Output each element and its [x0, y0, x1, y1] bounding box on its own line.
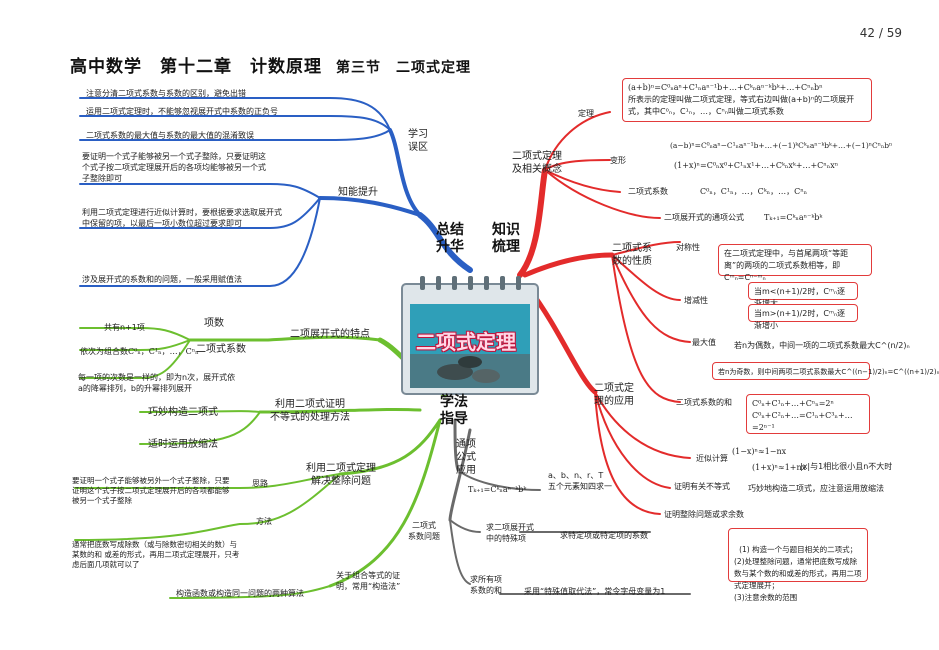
- summary-node: 总结 升华: [436, 222, 464, 255]
- theorem-concepts-node: 二项式定理 及相关概念: [512, 151, 562, 175]
- binomial-coefficient-formula: C⁰ₙ，C¹ₙ，…，Cᵏₙ，…，Cⁿₙ: [700, 187, 808, 196]
- misconception-item-1: 注意分清二项式系数与系数的区别，避免出错: [86, 89, 246, 98]
- page-number: 42 / 59: [859, 26, 902, 40]
- misconception-item-3: 二项式系数的最大值与系数的最大值的混淆致误: [86, 131, 254, 140]
- ability-item-2: 利用二项式定理进行近似计算时，要根据要求选取展开式中保留的项，以最后一项小数位超…: [82, 208, 282, 228]
- chapter-title: 高中数学 第十二章 计数原理: [70, 57, 322, 77]
- divisibility-label: 证明整除问题或求余数: [664, 510, 744, 519]
- construct-binomial-node: 巧妙构造二项式: [148, 407, 218, 418]
- five-elements: a、b、n、r、T 五个元素知四求一: [548, 471, 612, 491]
- inequality-text: 巧妙地构造二项式，应注意运用放缩法: [748, 484, 884, 493]
- maximum-even: 若n为偶数，中间一项的二项式系数最大C^(n/2)ₙ: [734, 341, 910, 350]
- misconception-item-2: 运用二项式定理时，不能够忽视展开式中系数的正负号: [86, 107, 278, 116]
- combinatorial-identity-item: 构造函数或构造同一问题的两种算法: [176, 589, 304, 598]
- idea-label: 思路: [252, 479, 268, 488]
- approximation-label: 近似计算: [696, 454, 728, 463]
- inequality-label: 证明有关不等式: [674, 482, 730, 491]
- ability-node: 知能提升: [338, 187, 378, 198]
- theorem-box: (a+b)ⁿ=C⁰ₙaⁿ+C¹ₙaⁿ⁻¹b+…+Cᵏₙaⁿ⁻ᵏbᵏ+…+Cⁿₙb…: [622, 78, 872, 122]
- page-title: 高中数学 第十二章 计数原理第三节 二项式定理: [70, 52, 471, 77]
- coefficient-sum-label: 二项式系数的和: [676, 398, 732, 407]
- maximum-odd: 若n为奇数，则中间两项二项式系数最大C^((n−1)/2)ₙ=C^((n+1)/…: [718, 368, 939, 376]
- ability-item-1: 要证明一个式子能够被另一个式子整除，只要证明这个式子按二项式定理展开后的各项均能…: [82, 152, 266, 183]
- coefficient-sum-2: C⁰ₙ+C²ₙ+…=C¹ₙ+C³ₙ+…=2ⁿ⁻¹: [752, 411, 853, 432]
- general-term-application-node: 通项 公式 应用: [456, 439, 476, 476]
- misconceptions-node: 学习 误区: [408, 129, 428, 153]
- idea-item: 要证明一个式子能够被另外一个式子整除，只要证明这个式子按二项式定理展开后的各项都…: [72, 476, 230, 505]
- decrease-box: 当m>(n+1)/2时，Cᵐₙ逐渐增小: [748, 304, 858, 330]
- coefficient-sum-1: C⁰ₙ+C¹ₙ+…+Cⁿₙ=2ⁿ: [752, 399, 834, 408]
- coefficient-properties-node: 二项式系 数的性质: [612, 243, 652, 267]
- gray-general-formula: Tₖ₊₁=Cᵏₙaⁿ⁻ᵏbᵏ: [468, 485, 527, 494]
- monotonicity-label: 增减性: [684, 296, 708, 305]
- approximation-condition: |x|与1相比很小且n不大时: [800, 462, 893, 471]
- ability-item-3: 涉及展开式的系数和的问题，一般采用赋值法: [82, 275, 242, 284]
- maximum-odd-box: 若n为奇数，则中间两项二项式系数最大C^((n−1)/2)ₙ=C^((n+1)/…: [712, 362, 939, 380]
- binomial-coefficients-item: 依次为组合数C⁰ₙ，C¹ₙ，…，Cⁿₙ: [80, 347, 199, 356]
- approximation-2: (1+x)ⁿ≈1+nx: [752, 463, 807, 472]
- theorem-label: 定理: [578, 109, 594, 118]
- increase-box: 当m<(n+1)/2时，Cᵐₙ逐渐增大: [748, 282, 858, 308]
- coefficient-sum-item: 采用“特殊值取代法”，常令字母变量为1: [524, 587, 666, 596]
- method-guide-node: 学法 指导: [440, 394, 468, 427]
- maximum-label: 最大值: [692, 338, 716, 347]
- variation-formula-2: (1+x)ⁿ=C⁰ₙx⁰+C¹ₙx¹+…+Cᵏₙxᵏ+…+Cⁿₙxⁿ: [674, 161, 839, 170]
- expansion-features-node: 二项展开式的特点: [290, 329, 370, 340]
- section-title: 第三节 二项式定理: [336, 60, 471, 76]
- scaling-method-node: 适时运用放缩法: [148, 439, 218, 450]
- symmetry-text: 在二项式定理中，与首尾两项“等距离”的两项的二项式系数相等，即Cᵐₙ=Cⁿ⁻ᵐₙ: [724, 249, 849, 282]
- approach-item: 通常把底数写成除数（或与除数密切相关的数）与某数的和 或差的形式，再用二项式定理…: [72, 540, 240, 569]
- center-topic: 二项式定理: [416, 330, 516, 354]
- decrease-text: 当m>(n+1)/2时，Cᵐₙ逐渐增小: [754, 309, 846, 330]
- theorem-description: 所表示的定理叫做二项式定理，等式右边叫做(a+b)ⁿ的二项展开式，其中C⁰ₙ，C…: [628, 95, 855, 116]
- increase-text: 当m<(n+1)/2时，Cᵐₙ逐渐增大: [754, 287, 846, 308]
- symmetry-label: 对称性: [676, 243, 700, 252]
- divisibility-method-node: 利用二项式定理 解决整除问题: [306, 463, 376, 487]
- theorem-formula: (a+b)ⁿ=C⁰ₙaⁿ+C¹ₙaⁿ⁻¹b+…+Cᵏₙaⁿ⁻ᵏbᵏ+…+Cⁿₙb…: [628, 83, 823, 92]
- mindmap-connectors: [74, 97, 691, 599]
- special-term-item: 求特定项或特定项的系数: [560, 531, 648, 540]
- term-count-item: 共有n+1项: [104, 323, 145, 332]
- approach-label: 方法: [256, 517, 272, 526]
- coefficient-sum-node: 求所有项 系数的和: [470, 575, 502, 595]
- divisibility-text: (1) 构造一个与题目相关的二项式； (2)处理整除问题，通常把底数写成除数与某…: [734, 545, 862, 602]
- knowledge-node: 知识 梳理: [492, 222, 520, 255]
- approximation-1: (1−x)ⁿ≈1−nx: [732, 447, 787, 456]
- term-count-node: 项数: [204, 318, 224, 329]
- degree-item: 每一项的次数是一样的，即为n次，展开式依a的降幂排列，b的升幂排列展开: [78, 373, 236, 393]
- combinatorial-identity-node: 关于组合等式的证 明，常用“构造法”: [336, 571, 401, 591]
- symmetry-box: 在二项式定理中，与首尾两项“等距离”的两项的二项式系数相等，即Cᵐₙ=Cⁿ⁻ᵐₙ: [718, 244, 872, 282]
- inequality-proof-node: 利用二项式证明 不等式的处理方法: [270, 399, 350, 423]
- coefficient-sum-box: C⁰ₙ+C¹ₙ+…+Cⁿₙ=2ⁿ C⁰ₙ+C²ₙ+…=C¹ₙ+C³ₙ+…=2ⁿ⁻…: [746, 394, 870, 434]
- binomial-coefficient-label: 二项式系数: [628, 187, 668, 196]
- applications-node: 二项式定 理的应用: [594, 383, 634, 407]
- binomial-coefficients-node: 二项式系数: [196, 344, 246, 355]
- general-term-formula: Tₖ₊₁=Cᵏₙaⁿ⁻ᵏbᵏ: [764, 213, 823, 222]
- divisibility-box: (1) 构造一个与题目相关的二项式； (2)处理整除问题，通常把底数写成除数与某…: [728, 528, 868, 602]
- special-term-node: 求二项展开式 中的特殊项: [486, 523, 534, 543]
- variation-formula-1: (a−b)ⁿ=C⁰ₙaⁿ−C¹ₙaⁿ⁻¹b+…+(−1)ᵏCᵏₙaⁿ⁻ᵏbᵏ+……: [670, 141, 893, 150]
- variation-label: 变形: [610, 156, 626, 165]
- coefficient-problems-node: 二项式 系数问题: [408, 521, 440, 541]
- general-term-label: 二项展开式的通项公式: [664, 213, 744, 222]
